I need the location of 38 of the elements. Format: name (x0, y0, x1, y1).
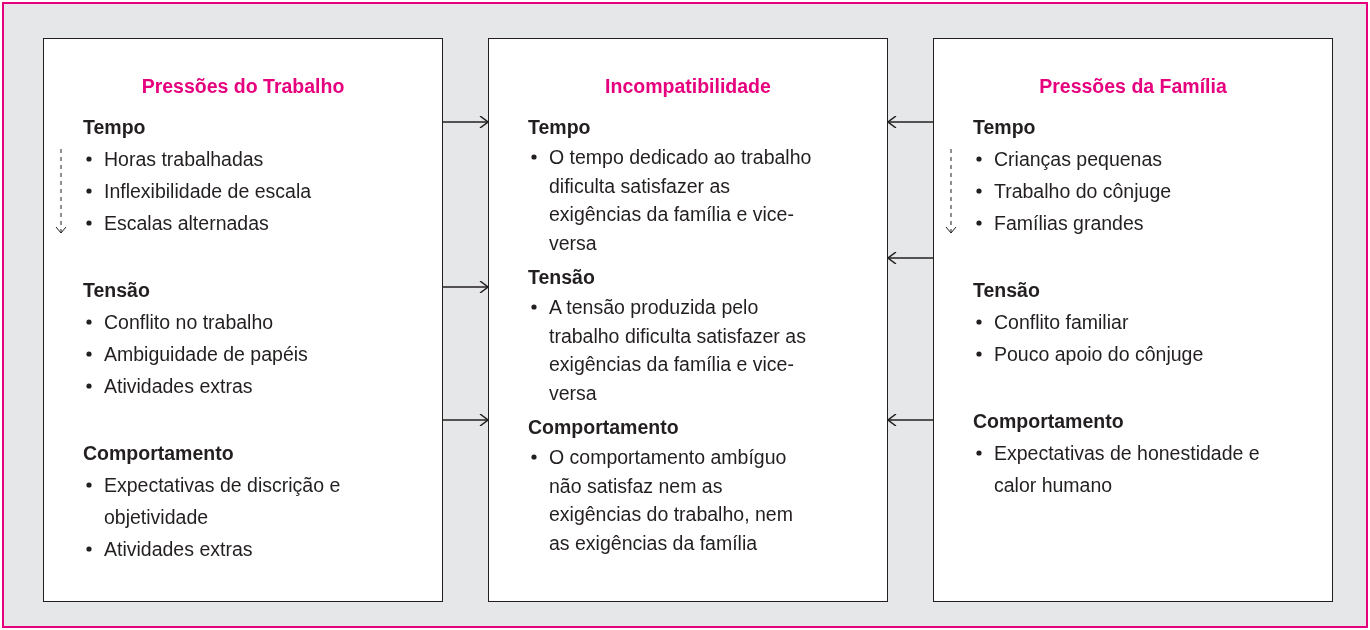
bullet-item: Crianças pequenas (994, 147, 1164, 172)
arrow (887, 251, 934, 265)
panel-heading: Pressões da Família (1038, 75, 1228, 98)
bullet-item: Atividades extras (104, 374, 254, 399)
bullet-item: A tensão produzida pelo trabalho dificulta satisfazer as exigências da família e vice-versa (549, 295, 807, 406)
panel-heading: Incompatibilidade (604, 75, 772, 98)
arrow (442, 115, 489, 129)
bullet-item: Expectativas de discrição e objetividade (104, 473, 342, 530)
panel-heading: Pressões do Trabalho (140, 75, 346, 98)
bullet-item: Ambiguidade de papéis (104, 342, 309, 367)
section-heading: Tempo (528, 115, 591, 140)
bullet-item: Inflexibilidade de escala (104, 179, 313, 204)
bullet-item: Famílias grandes (994, 211, 1145, 236)
section-heading: Comportamento (528, 415, 679, 440)
section-heading: Tempo (83, 115, 146, 140)
section-heading: Tempo (973, 115, 1036, 140)
panel-box (488, 38, 888, 602)
arrow (887, 115, 934, 129)
bullet-item: O tempo dedicado ao trabalho dificulta satisfazer as exigências da família e vice-versa (549, 145, 813, 256)
bullet-item: Conflito no trabalho (104, 310, 275, 335)
bullet-item: Trabalho do cônjuge (994, 179, 1173, 204)
section-heading: Tensão (83, 278, 150, 303)
bullet-item: Horas trabalhadas (104, 147, 265, 172)
section-heading: Comportamento (973, 409, 1124, 434)
arrow (887, 413, 934, 427)
arrow (442, 280, 489, 294)
bullet-item: Escalas alternadas (104, 211, 270, 236)
bullet-item: Atividades extras (104, 537, 254, 562)
bullet-item: Pouco apoio do cônjuge (994, 342, 1205, 367)
bullet-item: Conflito familiar (994, 310, 1130, 335)
bullet-item: Expectativas de honestidade e calor humano (994, 441, 1261, 498)
bullet-item: O comportamento ambíguo não satisfaz nem as exigências do trabalho, nem as exigências da família (549, 445, 794, 556)
section-heading: Tensão (973, 278, 1040, 303)
arrow (442, 413, 489, 427)
section-heading: Comportamento (83, 441, 234, 466)
section-heading: Tensão (528, 265, 595, 290)
panel-box (933, 38, 1333, 602)
panel-box (43, 38, 443, 602)
